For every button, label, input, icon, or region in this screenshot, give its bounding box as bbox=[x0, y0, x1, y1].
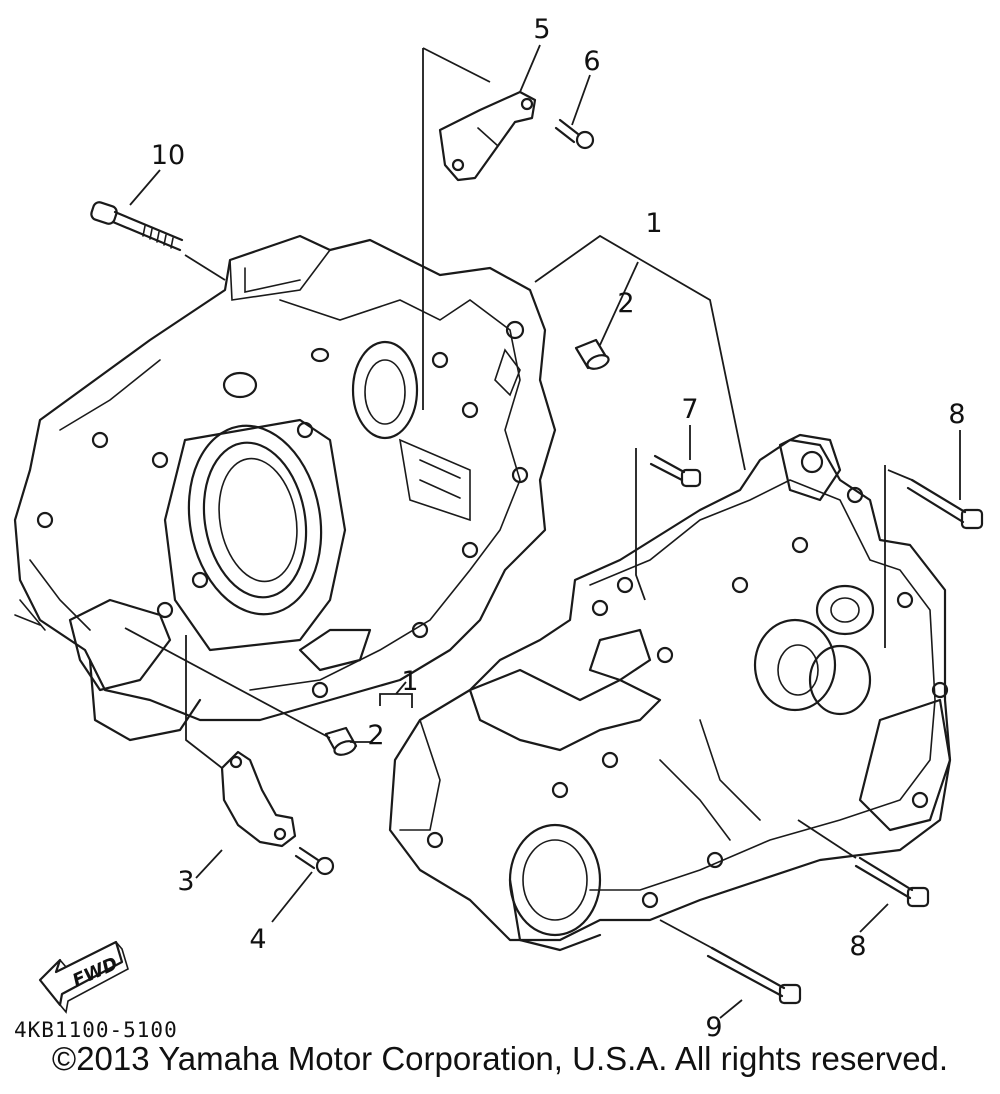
callout-2-lower: 2 bbox=[367, 720, 384, 751]
callout-10: 10 bbox=[151, 140, 185, 171]
callout-2: 2 bbox=[617, 288, 634, 319]
copyright-notice: ©2013 Yamaha Motor Corporation, U.S.A. A… bbox=[51, 1040, 949, 1077]
callout-3: 3 bbox=[177, 866, 194, 897]
callout-1: 1 bbox=[645, 208, 662, 239]
dowel-pin-icon bbox=[324, 338, 610, 756]
part-code: 4KB1100-5100 bbox=[14, 1018, 178, 1042]
fwd-arrow-icon: FWD bbox=[38, 940, 129, 1014]
leader-lines bbox=[124, 44, 961, 1019]
crankcase-left-icon bbox=[13, 234, 557, 742]
callout-1-lower: 1 bbox=[401, 666, 418, 697]
callout-4: 4 bbox=[249, 924, 266, 955]
callout-7: 7 bbox=[681, 394, 698, 425]
callout-8-lower: 8 bbox=[849, 931, 866, 962]
bracket-icon bbox=[220, 750, 297, 848]
callout-5: 5 bbox=[533, 14, 550, 45]
callout-6: 6 bbox=[583, 46, 600, 77]
bolt-icon bbox=[90, 118, 984, 1005]
callout-labels: 5 6 10 1 2 7 8 1 2 3 4 8 9 bbox=[151, 14, 966, 1043]
callout-8-upper: 8 bbox=[948, 399, 965, 430]
crankcase-right-icon bbox=[388, 433, 952, 952]
callout-9: 9 bbox=[705, 1012, 722, 1043]
bracket-icon bbox=[438, 90, 537, 182]
